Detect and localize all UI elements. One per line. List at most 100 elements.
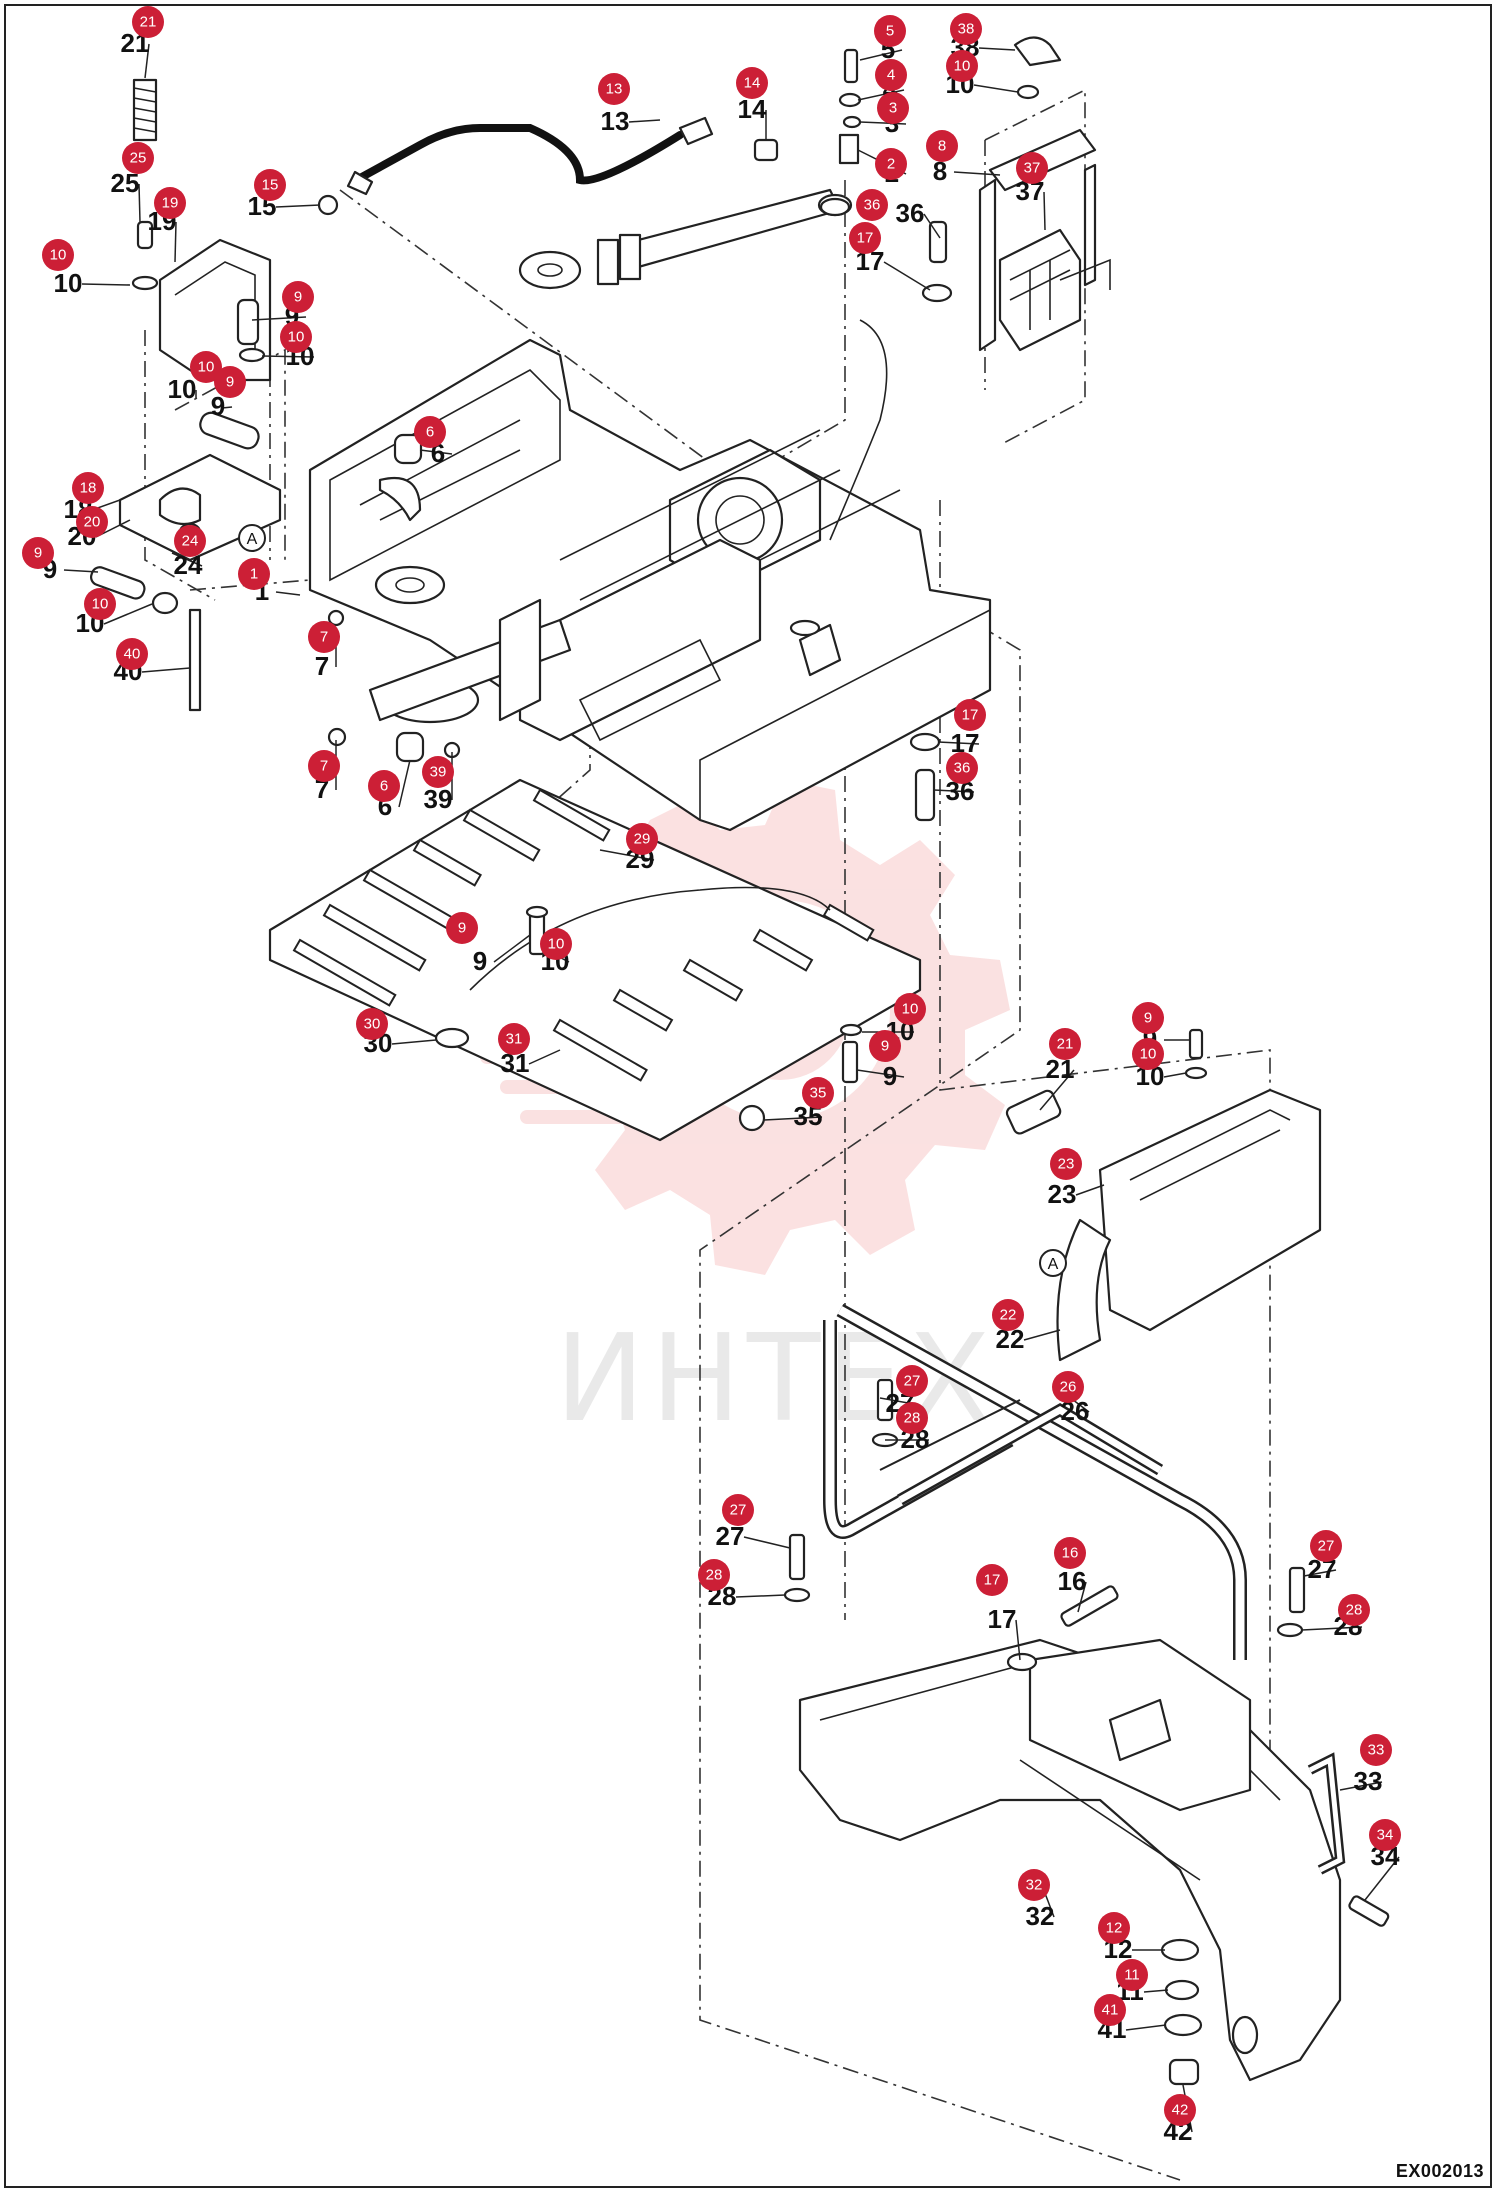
leader-line	[978, 47, 1016, 51]
leader-line	[1301, 1626, 1363, 1631]
callout-badge-number: 27	[730, 1502, 747, 1519]
callout-badge	[72, 472, 104, 504]
part-number-label: 36	[896, 198, 925, 228]
callout-badge-number: 42	[1172, 2102, 1189, 2119]
leader-line	[628, 119, 661, 123]
leader-line	[144, 43, 150, 79]
callout-37: 99	[446, 912, 531, 976]
callout-badge	[1116, 1959, 1148, 1991]
leader-line	[857, 89, 905, 101]
leader-line	[1339, 1781, 1383, 1791]
callout-badge-number: 28	[706, 1567, 723, 1584]
callout-badge	[356, 1008, 388, 1040]
callout-badge-number: 3	[889, 100, 897, 117]
callout-29: 88	[926, 130, 1001, 186]
callout-badge-number: 39	[430, 764, 447, 781]
callout-badge-number: 21	[140, 14, 157, 31]
leader-line	[953, 171, 1001, 176]
part-number-label: 33	[1354, 1766, 1383, 1796]
leader-line	[1303, 1569, 1337, 1577]
callout-badge	[154, 187, 186, 219]
cylinder-assembly	[518, 188, 853, 290]
leader-line	[1039, 1069, 1075, 1111]
leader-line	[1143, 1989, 1169, 1993]
part-number-label: 10	[168, 374, 197, 404]
reference-marker-a-1: A	[238, 524, 266, 552]
callout-badge-number: 2	[887, 156, 895, 173]
leader-line	[883, 261, 931, 291]
leader-line	[973, 84, 1019, 93]
svg-text:A: A	[1048, 1256, 1059, 1273]
callout-badge-number: 26	[1060, 1379, 1077, 1396]
cover-part-23	[1056, 1088, 1322, 1362]
leader-line	[251, 316, 307, 321]
callout-badge-number: 6	[426, 424, 434, 441]
callout-badge	[1098, 1912, 1130, 1944]
callout-badge-number: 21	[1057, 1036, 1074, 1053]
callout-badge	[1164, 2094, 1196, 2126]
callout-badge-number: 40	[124, 646, 141, 663]
callout-badge	[238, 558, 270, 590]
callout-badge-number: 41	[1102, 2002, 1119, 2019]
callout-badge	[698, 1559, 730, 1591]
callout-badge-number: 9	[458, 920, 466, 937]
callout-badge-number: 19	[162, 195, 179, 212]
callout-badge-number: 10	[1140, 1046, 1157, 1063]
part-number-label: 16	[1058, 1566, 1087, 1596]
callout-badge	[896, 1365, 928, 1397]
callout-badge	[626, 823, 658, 855]
leader-line	[528, 1049, 561, 1065]
callout-42: 99	[856, 1030, 905, 1091]
callout-badge-number: 10	[954, 58, 971, 75]
callout-badge-number: 14	[744, 75, 761, 92]
leader-line	[763, 1116, 823, 1121]
callout-badge-number: 10	[902, 1001, 919, 1018]
leader-line	[1023, 1329, 1061, 1341]
callout-badge	[368, 770, 400, 802]
callout-badge	[1360, 1734, 1392, 1766]
cable-part-13	[317, 116, 714, 216]
leader-line	[1364, 1856, 1400, 1901]
leader-line	[261, 355, 315, 358]
leader-line	[81, 283, 131, 286]
part-number-label: 27	[716, 1521, 745, 1551]
callout-badge-number: 18	[80, 480, 97, 497]
callout-badge	[926, 130, 958, 162]
callout-badge-number: 7	[320, 629, 328, 646]
callout-badge	[875, 148, 907, 180]
callout-badge-number: 23	[1058, 1156, 1075, 1173]
callout-badge	[1132, 1002, 1164, 1034]
callout-badge-number: 29	[634, 831, 651, 848]
callout-badge	[1054, 1537, 1086, 1569]
part-number-label: 17	[988, 1604, 1017, 1634]
callout-badge	[1132, 1038, 1164, 1070]
callout-badge-number: 6	[380, 778, 388, 795]
callout-badge	[875, 59, 907, 91]
callout-badge-number: 10	[548, 936, 565, 953]
callout-badge-number: 32	[1026, 1877, 1043, 1894]
callout-badge	[116, 638, 148, 670]
callout-badge-number: 37	[1024, 160, 1041, 177]
leader-line	[171, 552, 203, 567]
callout-badge	[1338, 1594, 1370, 1626]
callout-badge-number: 25	[130, 150, 147, 167]
leader-line	[743, 1536, 791, 1549]
part-number-label: 32	[1026, 1901, 1055, 1931]
callout-badge	[1094, 1994, 1126, 2026]
callout-badge	[869, 1030, 901, 1062]
